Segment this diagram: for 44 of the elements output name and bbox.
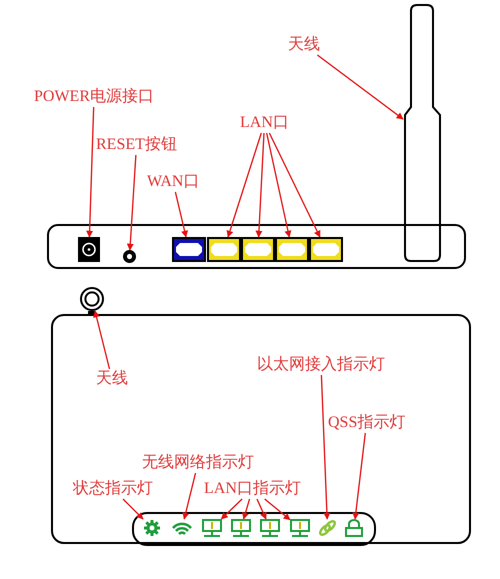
- leader-arrow: [93, 310, 110, 370]
- lan-port: [207, 237, 241, 262]
- callout-label: POWER电源接口: [34, 88, 154, 106]
- callout-label: LAN口指示灯: [204, 480, 301, 498]
- monitor-icon: [231, 519, 251, 537]
- lan-port: [309, 237, 343, 262]
- monitor-icon: [290, 519, 310, 537]
- lan-port: [241, 237, 275, 262]
- monitor-icon: [260, 519, 280, 537]
- callout-label: QSS指示灯: [328, 414, 406, 432]
- callout-label: 无线网络指示灯: [142, 454, 254, 472]
- leader-arrow: [126, 154, 137, 251]
- leader-arrow: [256, 498, 267, 520]
- leader-arrow: [226, 132, 262, 238]
- callout-label: 天线: [96, 370, 128, 388]
- gear-icon: [143, 519, 161, 537]
- power-port: [78, 237, 100, 262]
- leader-arrow: [320, 374, 330, 520]
- wan-port: [172, 237, 206, 262]
- callout-label: RESET按钮: [96, 136, 177, 154]
- leader-arrow: [174, 192, 188, 238]
- callout-label: 以太网接入指示灯: [257, 356, 385, 374]
- monitor-icon: [202, 519, 222, 537]
- leader-arrow: [255, 132, 265, 238]
- lock-icon: [345, 519, 363, 537]
- callout-label: WAN口: [147, 173, 200, 191]
- lan-port: [275, 237, 309, 262]
- leader-arrow: [316, 54, 404, 120]
- callout-label: 状态指示灯: [73, 480, 153, 498]
- callout-label: LAN口: [240, 114, 289, 132]
- leader-arrow: [268, 132, 320, 238]
- leader-arrow: [352, 432, 366, 520]
- antenna-base-icon: [80, 287, 104, 311]
- leader-arrow: [182, 472, 196, 520]
- leader-arrow: [86, 106, 94, 238]
- reset-button-icon: [123, 250, 136, 263]
- leader-arrow: [242, 498, 250, 520]
- leader-arrow: [122, 498, 144, 520]
- callout-label: 天线: [288, 36, 320, 54]
- antenna-drawing: [403, 3, 443, 265]
- leader-arrow: [266, 132, 292, 238]
- leader-arrow: [264, 498, 291, 520]
- link-icon: [319, 519, 336, 537]
- leader-arrow: [220, 498, 243, 520]
